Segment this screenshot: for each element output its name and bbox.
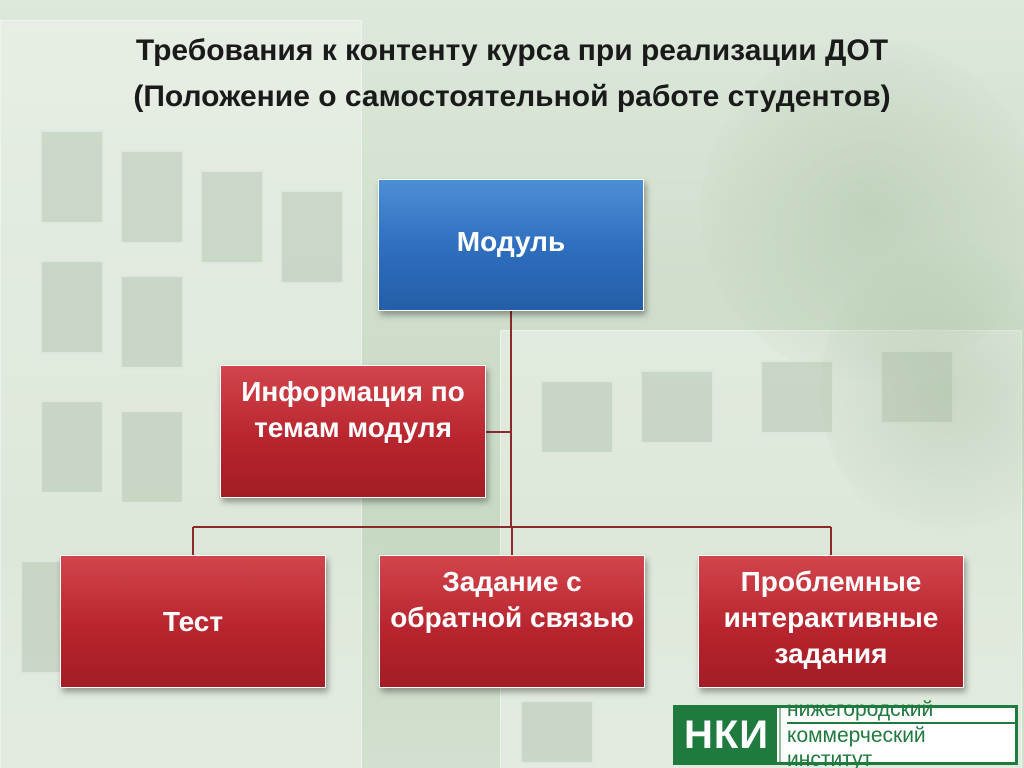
node-test-label: Тест (162, 605, 224, 637)
window (280, 190, 344, 284)
logo-text: нижегородский коммерческий институт (783, 698, 1015, 768)
node-problem: Проблемные интерактивные задания (698, 555, 964, 688)
logo-line2: коммерческий институт (787, 722, 1015, 768)
node-task: Задание с обратной связью (379, 555, 645, 688)
window (880, 350, 954, 424)
node-test: Тест (60, 555, 326, 688)
window (120, 150, 184, 244)
window (760, 360, 834, 434)
window (40, 260, 104, 354)
window (120, 275, 184, 369)
window (640, 370, 714, 444)
node-module: Модуль (378, 179, 644, 311)
building-right (500, 330, 1022, 768)
institute-logo: НКИ нижегородский коммерческий институт (673, 698, 1018, 768)
logo-divider (777, 708, 784, 762)
logo-line1: нижегородский (787, 698, 934, 721)
window (40, 400, 104, 494)
node-module-label: Модуль (456, 226, 566, 257)
node-info-label: Информация по темам модуля (241, 376, 465, 443)
logo-mark: НКИ (676, 708, 778, 762)
window (40, 130, 104, 224)
node-task-label: Задание с обратной связью (390, 566, 634, 633)
node-info: Информация по темам модуля (220, 365, 486, 498)
node-problem-label: Проблемные интерактивные задания (723, 566, 939, 669)
slide-title: Требования к контенту курса при реализац… (133, 34, 891, 113)
window (120, 410, 184, 504)
window (200, 170, 264, 264)
tree (820, 240, 1024, 540)
tree (700, 40, 1024, 380)
window (520, 700, 594, 764)
window (540, 380, 614, 454)
